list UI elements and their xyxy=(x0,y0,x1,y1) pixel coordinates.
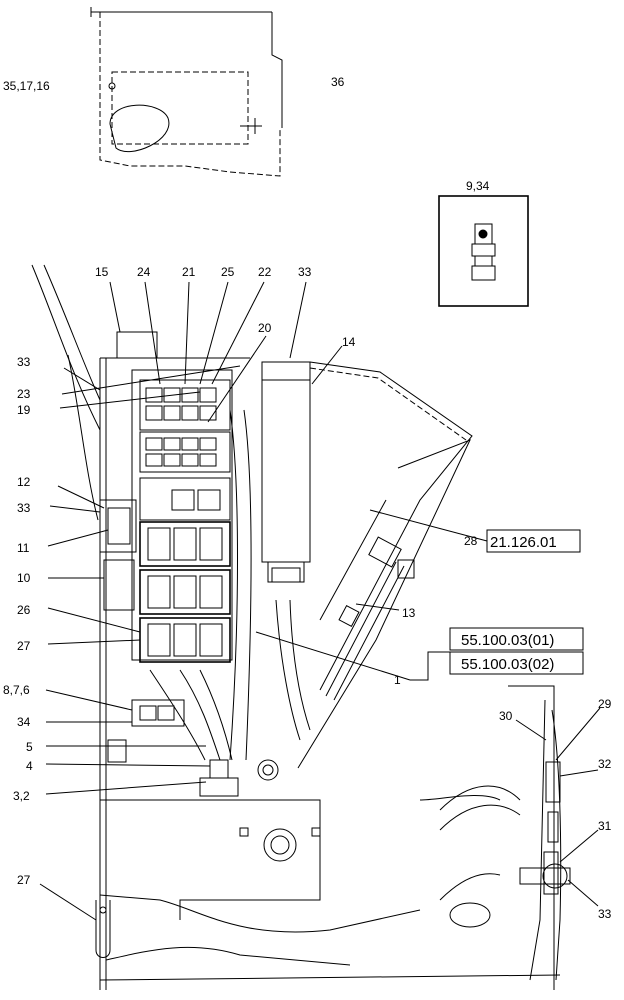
callout-33-left-a: 33 xyxy=(17,355,31,369)
relay-row-2 xyxy=(139,569,231,615)
callout-4: 4 xyxy=(26,759,33,773)
callout-3-2: 3,2 xyxy=(13,789,30,803)
callout-15: 15 xyxy=(95,265,109,279)
reference-28-text: 21.126.01 xyxy=(490,534,557,551)
callout-36: 36 xyxy=(331,75,345,89)
callout-20: 20 xyxy=(258,321,272,335)
fuse-row-2 xyxy=(145,437,217,467)
callout-1: 1 xyxy=(394,673,401,687)
callout-10: 10 xyxy=(17,571,31,585)
callout-27-mid: 27 xyxy=(17,639,31,653)
callout-33-top: 33 xyxy=(298,265,312,279)
detail-box-9-34 xyxy=(438,195,529,307)
callout-35-17-16: 35,17,16 xyxy=(3,79,50,93)
callout-8-7-6: 8,7,6 xyxy=(3,683,30,697)
callout-30: 30 xyxy=(499,709,513,723)
callout-31: 31 xyxy=(598,819,612,833)
reference-box-1b xyxy=(449,651,584,675)
callout-27-bottom: 27 xyxy=(17,873,31,887)
callout-26: 26 xyxy=(17,603,31,617)
callout-5: 5 xyxy=(26,740,33,754)
reference-boxes: 21.126.01 55.100.03(01) 55.100.03(02) xyxy=(449,529,584,675)
leader-lines xyxy=(39,281,601,921)
relay-row-1 xyxy=(139,521,231,567)
reference-box-28 xyxy=(486,529,581,553)
reference-box-1a xyxy=(449,627,584,651)
callout-29: 29 xyxy=(598,697,612,711)
reference-1b-text: 55.100.03(02) xyxy=(461,656,554,673)
callout-23: 23 xyxy=(17,387,31,401)
callout-labels: 35,17,16 36 9,34 15 24 21 25 22 33 20 14… xyxy=(3,75,612,921)
callout-14: 14 xyxy=(342,335,356,349)
callout-11: 11 xyxy=(17,541,30,555)
callout-9-34: 9,34 xyxy=(466,179,490,193)
callout-19: 19 xyxy=(17,403,31,417)
callout-24: 24 xyxy=(137,265,151,279)
reference-1a-text: 55.100.03(01) xyxy=(461,632,554,649)
callout-32: 32 xyxy=(598,757,612,771)
top-detail-view xyxy=(90,7,283,177)
callout-25: 25 xyxy=(221,265,235,279)
fuse-row-1 xyxy=(145,387,217,421)
relay-row-3 xyxy=(139,617,231,663)
callout-33-left-b: 33 xyxy=(17,501,31,515)
callout-13: 13 xyxy=(402,606,416,620)
callout-34: 34 xyxy=(17,715,31,729)
callout-28: 28 xyxy=(464,534,478,548)
callout-22: 22 xyxy=(258,265,272,279)
callout-12: 12 xyxy=(17,475,31,489)
callout-33-right: 33 xyxy=(598,907,612,921)
callout-21: 21 xyxy=(182,265,196,279)
